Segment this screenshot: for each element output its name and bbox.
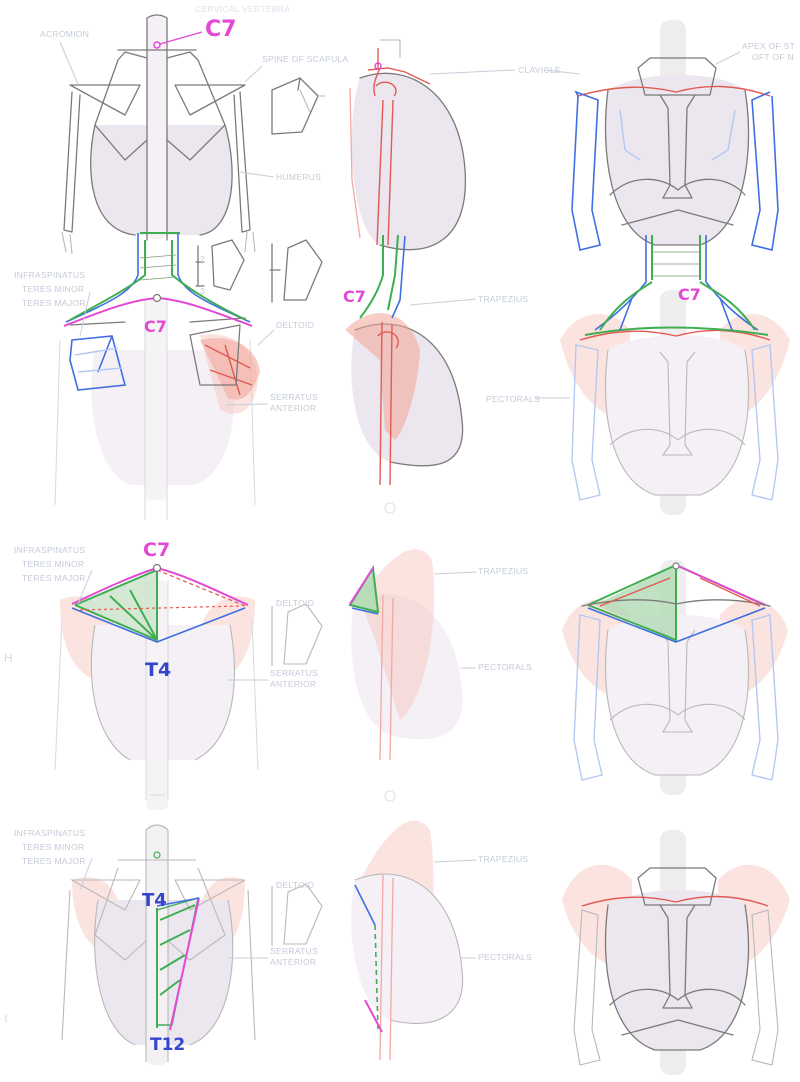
infraspinatus-label-2: INFRASPINATUS [14, 545, 85, 555]
deltoid-label-3: DELTOID [276, 880, 314, 890]
tick-2-label: 2 [200, 254, 205, 264]
humerus-label: HUMERUS [276, 172, 321, 182]
back-trapezius-middle: C7 T4 INFRASPINATUS TERES MINOR TERES MA… [14, 539, 323, 810]
trapezius-label-3: TRAPEZIUS [478, 854, 528, 864]
deltoid-label: DELTOID [276, 320, 314, 330]
trapezius-label-2: TRAPEZIUS [478, 566, 528, 576]
trapezius-label: TRAPEZIUS [478, 294, 528, 304]
clavicle-label: CLAVICLE [518, 65, 561, 75]
pectorals-label: PECTORALS [486, 394, 540, 404]
front-trapezius-upper: C7 PECTORALS [486, 235, 790, 515]
spine-of-scapula-label: SPINE OF SCAPULA [262, 54, 349, 64]
back-trapezius-lower: T4 T12 INFRASPINATUS TERES MINOR TERES M… [14, 824, 323, 1065]
side-trapezius-lower: TRAPEZIUS PECTORALS [351, 820, 532, 1061]
tick-3-label: 3 [200, 286, 205, 296]
infraspinatus-label-3: INFRASPINATUS [14, 828, 85, 838]
t4-annotation-2: T4 [142, 890, 167, 911]
back-view-skeleton [61, 14, 325, 255]
teres-major-label-3: TERES MAJOR [22, 856, 86, 866]
teres-minor-label-3: TERES MINOR [22, 842, 84, 852]
side-view-skeleton: CLAVICLE [349, 39, 561, 251]
acromion-label: ACROMION [40, 29, 89, 39]
teres-major-label-2: TERES MAJOR [22, 573, 86, 583]
deltoid-label-2: DELTOID [276, 598, 314, 608]
anterior-label-2: ANTERIOR [270, 679, 316, 689]
c7-annotation-5: C7 [143, 539, 170, 561]
side-trapezius-middle: TRAPEZIUS PECTORALS [348, 549, 532, 802]
anterior-label: ANTERIOR [270, 403, 316, 413]
pectorals-label-3: PECTORALS [478, 952, 532, 962]
svg-text:ℓ: ℓ [4, 1011, 8, 1025]
serratus-label-3: SERRATUS [270, 946, 318, 956]
infraspinatus-label: INFRASPINATUS [14, 270, 85, 280]
anterior-label-3: ANTERIOR [270, 957, 316, 967]
front-trapezius-lower [562, 830, 790, 1075]
front-view-skeleton: APEX OF ST OFT OF N [544, 20, 795, 251]
front-trapezius-middle [562, 560, 788, 795]
pectorals-label-2: PECTORALS [478, 662, 532, 672]
apex-of-sternum-label-2: OFT OF N [752, 52, 794, 62]
t12-annotation: T12 [150, 1035, 185, 1055]
svg-text:H: H [4, 651, 13, 665]
t4-annotation: T4 [145, 659, 171, 681]
teres-minor-label: TERES MINOR [22, 284, 84, 294]
c7-annotation-4: C7 [678, 285, 701, 304]
c7-dot [153, 41, 161, 49]
back-view-labels: ACROMION CERVICAL VERTEBRA C7 SPINE OF S… [40, 4, 349, 182]
apex-of-sternum-label: APEX OF ST [742, 41, 795, 51]
side-trapezius-upper: C7 TRAPEZIUS [343, 234, 528, 514]
c7-annotation-3: C7 [343, 287, 366, 306]
cervical-vertebra-label: CERVICAL VERTEBRA [195, 4, 290, 14]
c7-annotation: C7 [205, 17, 236, 42]
teres-major-label: TERES MAJOR [22, 298, 86, 308]
back-trapezius-upper: C7 INFRASPINATUS TERES MINOR TERES MAJOR… [14, 232, 323, 520]
c7-annotation-2: C7 [144, 317, 167, 336]
serratus-label: SERRATUS [270, 392, 318, 402]
teres-minor-label-2: TERES MINOR [22, 559, 84, 569]
serratus-label-2: SERRATUS [270, 668, 318, 678]
